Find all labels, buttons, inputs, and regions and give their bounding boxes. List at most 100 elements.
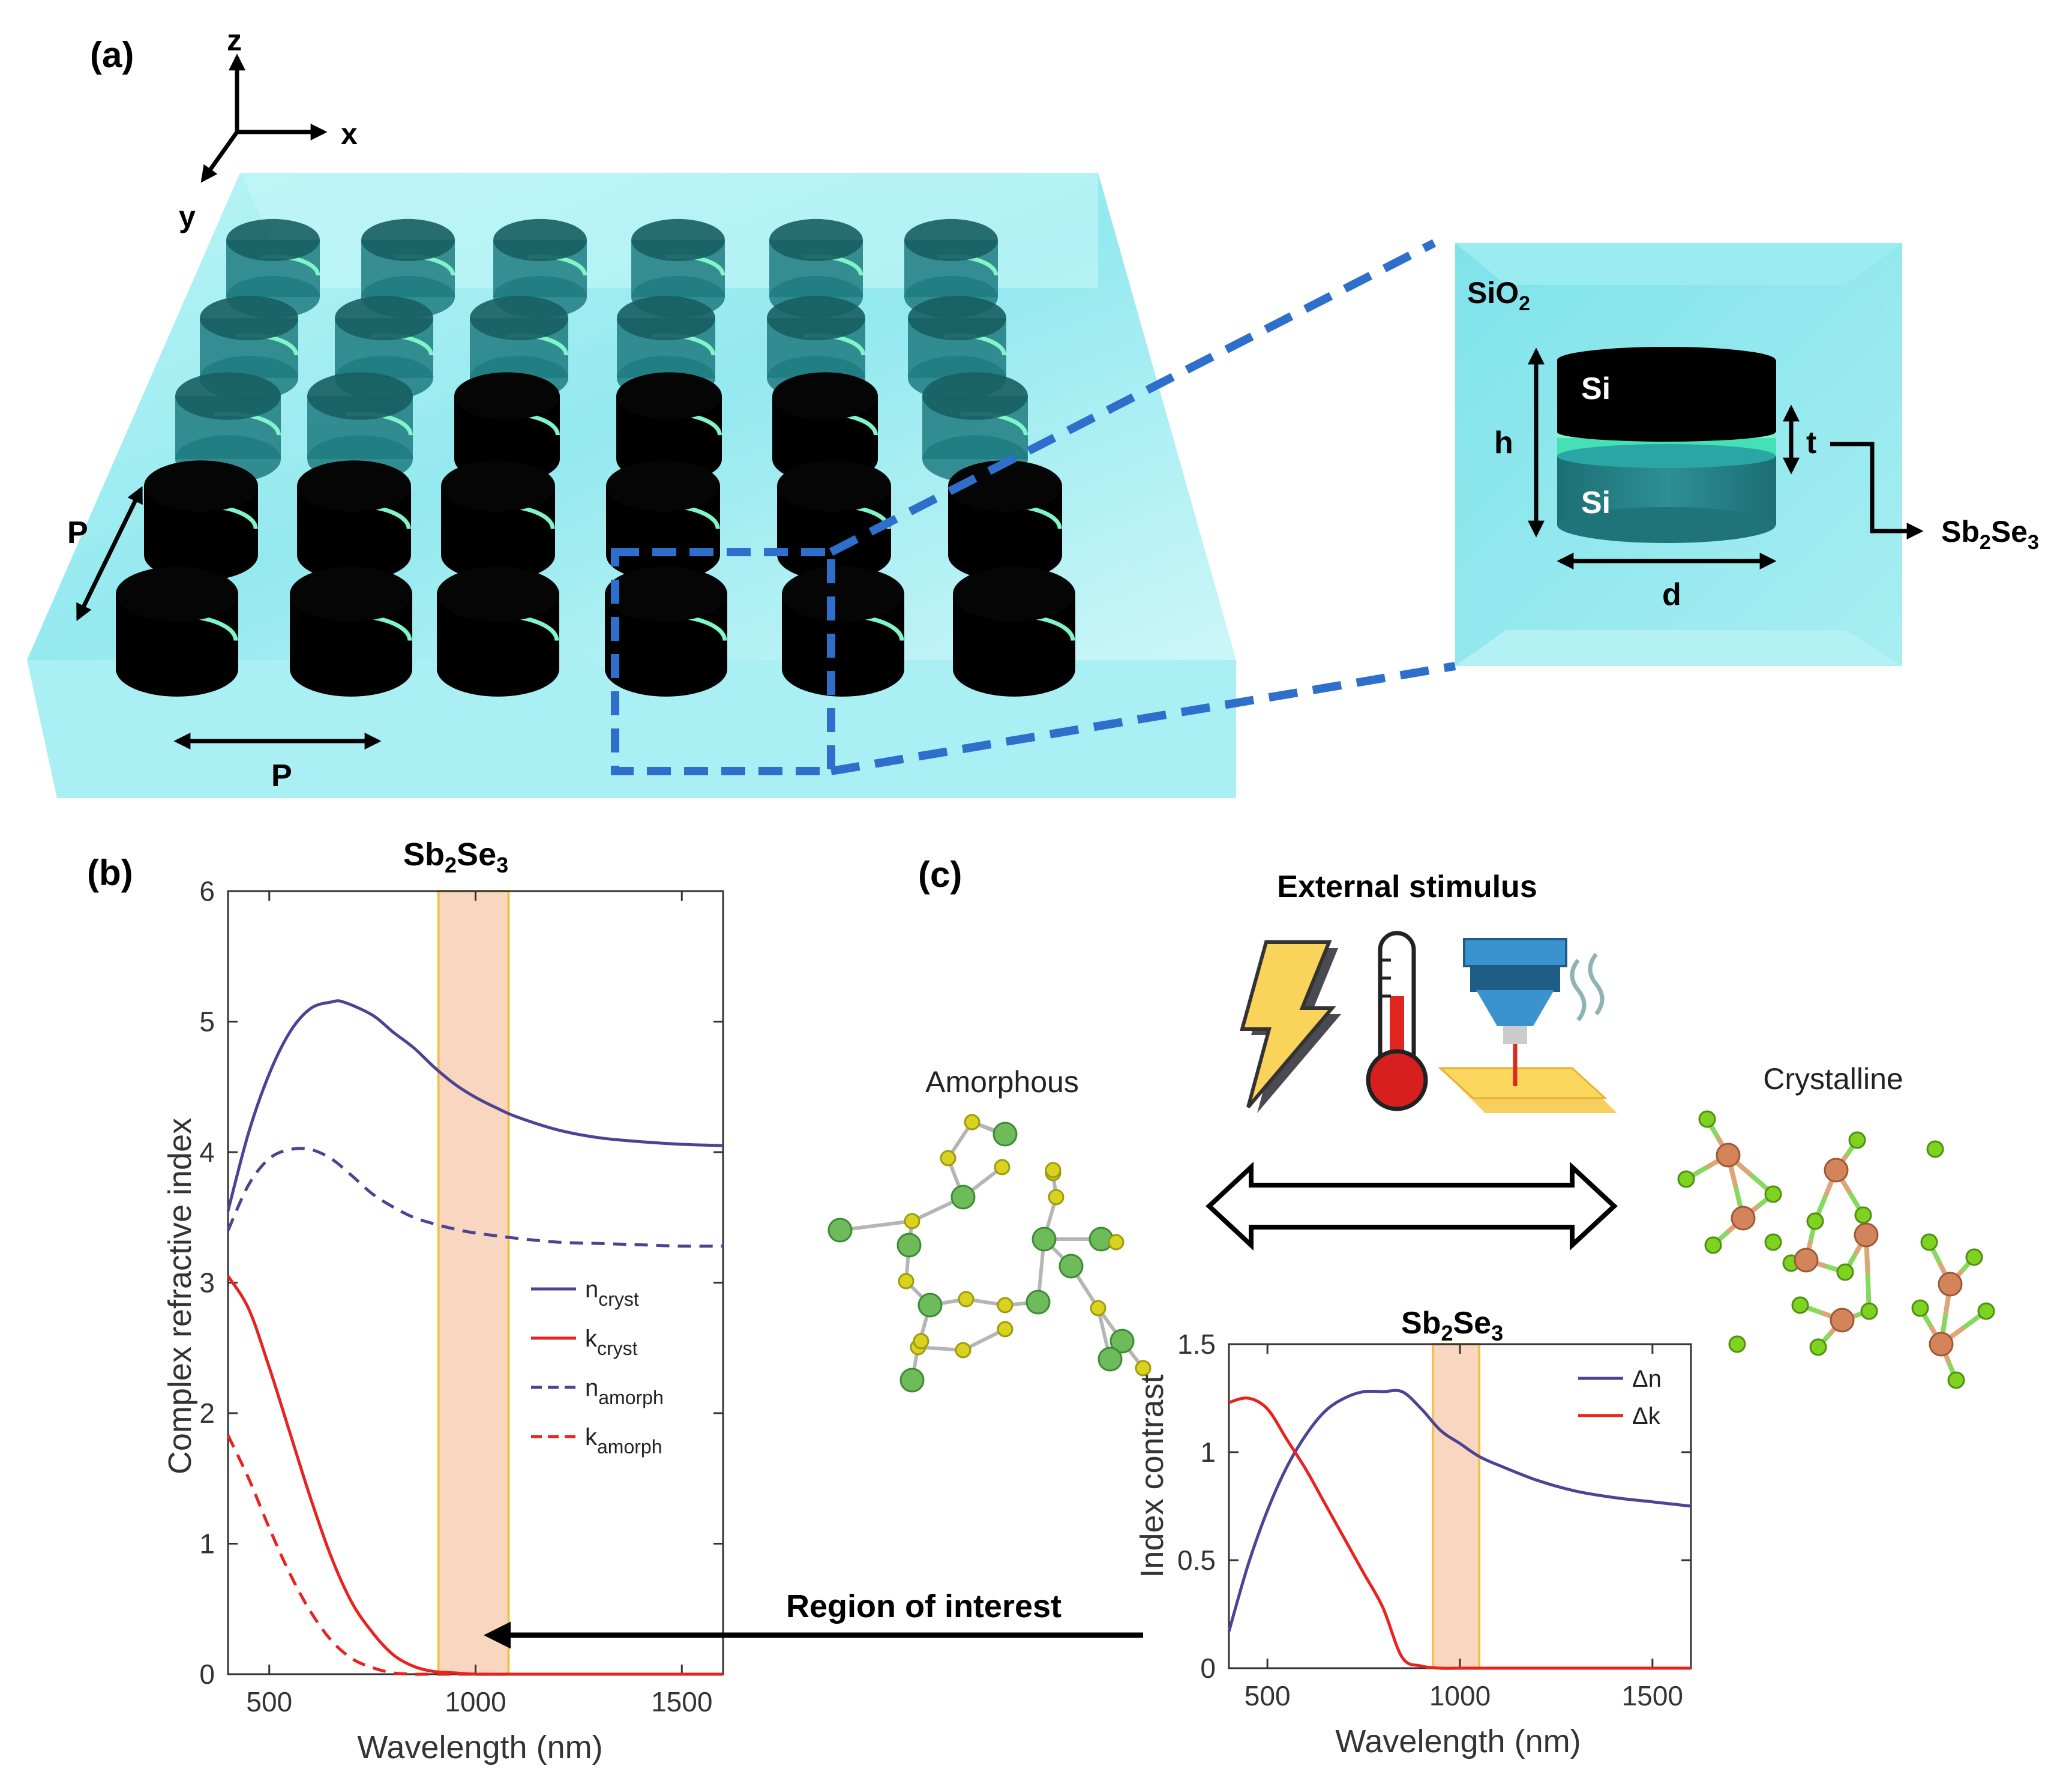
atom-se <box>917 1293 943 1318</box>
unit-cell-selection <box>611 239 1456 775</box>
lightning-icon <box>1240 940 1341 1113</box>
y-tick-label: 0 <box>199 1659 215 1690</box>
atom-sb <box>994 1159 1010 1176</box>
nanodisk <box>116 566 238 697</box>
y-tick-label: 5 <box>199 1006 215 1038</box>
atom-se <box>1848 1131 1866 1149</box>
atom-sb <box>1824 1158 1849 1183</box>
atom-se <box>1911 1299 1929 1317</box>
period-label-bottom: P <box>271 758 292 793</box>
atom-se <box>1698 1110 1716 1128</box>
panel-c: (c) External stimulus Amorphous <box>827 854 1995 1759</box>
period-label-side: P <box>67 515 88 550</box>
atom-se <box>1806 1212 1824 1230</box>
atom-sb <box>997 1321 1013 1338</box>
y-tick-label: 1 <box>199 1528 215 1560</box>
nanodisk <box>766 296 866 400</box>
y-tick-label: 0 <box>1200 1653 1216 1684</box>
x-tick-label: 500 <box>1245 1680 1291 1711</box>
atom-se <box>1677 1170 1695 1188</box>
y-tick-label: 4 <box>199 1137 215 1168</box>
band-title: Sb2Se3 <box>403 836 508 877</box>
nanodisk <box>953 566 1075 697</box>
atom-se <box>1025 1290 1051 1315</box>
period-arrows: P P <box>67 485 382 793</box>
atom-sb <box>997 1297 1013 1314</box>
laser-icon <box>1438 938 1617 1113</box>
atom-se <box>1728 1335 1746 1353</box>
atom-sb <box>964 1114 980 1131</box>
panel-a-label: (a) <box>90 35 134 75</box>
y-tick-label: 6 <box>199 875 215 907</box>
legend-entry: Δn <box>1632 1366 1662 1392</box>
region-of-interest-arrow: Region of interest <box>484 1588 1143 1649</box>
atom-sb <box>1929 1332 1954 1357</box>
x-tick-label: 1500 <box>651 1686 712 1717</box>
crystalline-label: Crystalline <box>1763 1062 1903 1096</box>
atom-se <box>1965 1248 1983 1266</box>
panel-b-label: (b) <box>87 853 133 893</box>
atom-sb <box>955 1342 971 1359</box>
nanodisk <box>437 566 559 697</box>
atom-sb <box>904 1213 920 1230</box>
amorphous-structure <box>827 1114 1152 1393</box>
nanodisk <box>297 460 411 581</box>
nanodisk <box>605 566 727 697</box>
y-tick-label: 1 <box>1200 1437 1216 1468</box>
series--n-line <box>1227 1389 1692 1632</box>
legend-entry: kamorph <box>585 1424 662 1458</box>
atom-se <box>1031 1227 1057 1252</box>
thermometer-icon <box>1366 931 1428 1111</box>
chart-c-ylabel: Index contrast <box>1134 1374 1170 1578</box>
x-tick-label: 1500 <box>1622 1680 1683 1711</box>
atom-se <box>1854 1206 1872 1224</box>
legend-entry: Δk <box>1632 1403 1661 1429</box>
phase-transition-arrow[interactable] <box>1206 1161 1618 1251</box>
nanodisk <box>144 460 258 581</box>
atom-se <box>1791 1296 1809 1314</box>
x-tick-label: 1000 <box>445 1686 506 1717</box>
atom-sb <box>1135 1360 1152 1377</box>
nanodisk <box>493 218 587 319</box>
atom-se <box>1977 1302 1995 1320</box>
nanodisk <box>772 372 878 483</box>
atom-se <box>950 1185 976 1210</box>
unit-cell-inset: SiO2 Si Si h t d Sb2Se3 <box>1455 243 2039 666</box>
atom-se <box>1110 1329 1135 1354</box>
atom-se <box>899 1368 925 1393</box>
chart-b-ylabel: Complex refractive index <box>162 1118 198 1474</box>
nanodisk <box>290 566 412 697</box>
highlight-band <box>437 890 510 1675</box>
atom-sb <box>913 1333 929 1350</box>
atom-se <box>827 1218 853 1243</box>
atom-sb <box>1090 1300 1107 1317</box>
y-tick-label: 3 <box>199 1267 215 1299</box>
x-tick-label: 1000 <box>1429 1680 1491 1711</box>
atom-se <box>1860 1302 1878 1320</box>
atom-se <box>1704 1236 1722 1254</box>
atom-sb <box>1045 1162 1062 1179</box>
atom-se <box>1920 1233 1938 1251</box>
panel-c-label: (c) <box>918 854 962 895</box>
nanodisk-array <box>116 218 1075 697</box>
atom-sb <box>1794 1248 1819 1273</box>
stimulus-title: External stimulus <box>1277 869 1537 904</box>
axes-icon: z x y <box>179 23 358 233</box>
atom-se <box>896 1233 922 1258</box>
amorphous-label: Amorphous <box>925 1065 1079 1099</box>
axis-x-label: x <box>341 117 358 151</box>
chart-b-xlabel: Wavelength (nm) <box>357 1729 602 1765</box>
atom-sb <box>1048 1189 1065 1206</box>
atom-se <box>992 1122 1018 1147</box>
atom-sb <box>1854 1222 1879 1248</box>
nanodisk <box>782 566 904 697</box>
atom-sb <box>898 1273 914 1290</box>
atom-se <box>1836 1263 1854 1281</box>
diameter-label: d <box>1662 577 1681 612</box>
atom-se <box>1926 1140 1944 1158</box>
